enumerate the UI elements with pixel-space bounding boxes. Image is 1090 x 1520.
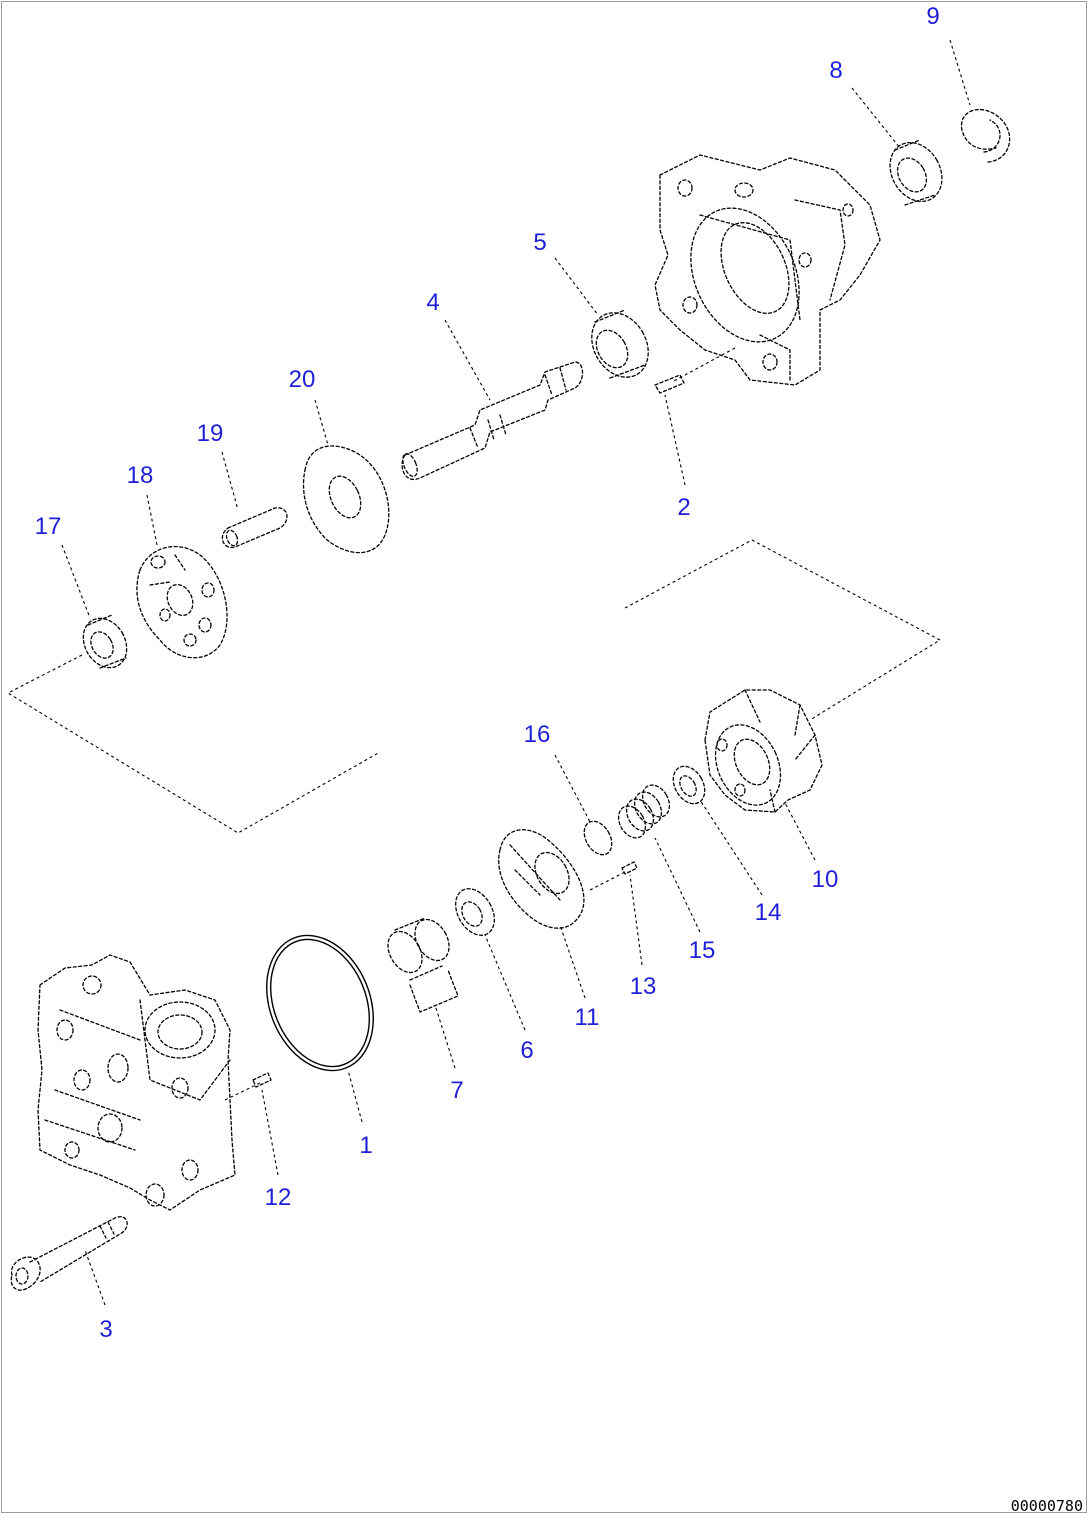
- callout-15: 15: [689, 937, 716, 964]
- callout-numbers: 9 8 5 4 20 19 18 17 2 16 10 14 15 13 11 …: [35, 3, 940, 1343]
- part-11-plate: [498, 829, 585, 929]
- assembly-guide-lines: [6, 347, 942, 1101]
- part-6-bearing: [455, 888, 495, 936]
- part-15-spring: [617, 784, 671, 839]
- callout-19: 19: [197, 420, 224, 447]
- callout-12: 12: [265, 1184, 292, 1211]
- callout-9: 9: [926, 3, 939, 30]
- part-housing-upper: [654, 154, 881, 386]
- part-14-washer: [672, 765, 706, 805]
- callout-16: 16: [524, 721, 551, 748]
- callout-4: 4: [426, 289, 439, 316]
- callout-18: 18: [127, 462, 154, 489]
- callout-6: 6: [520, 1037, 533, 1064]
- callout-8: 8: [829, 57, 842, 84]
- part-18-valve-plate: [136, 545, 228, 659]
- callout-2: 2: [677, 494, 690, 521]
- callout-1: 1: [359, 1132, 372, 1159]
- part-3-bolt: [10, 1216, 128, 1291]
- drawing-code: 00000780: [1011, 1497, 1083, 1515]
- part-12-pin: [252, 1072, 272, 1088]
- callout-5: 5: [533, 229, 546, 256]
- callout-17: 17: [35, 513, 62, 540]
- part-5-bearing: [591, 309, 649, 379]
- part-2-pin: [654, 374, 685, 394]
- part-8-bearing: [889, 139, 943, 206]
- part-10-end-cover: [704, 689, 823, 813]
- callout-11: 11: [575, 1004, 600, 1031]
- callout-10: 10: [812, 866, 839, 893]
- callout-14: 14: [755, 899, 782, 926]
- part-9-snap-ring: [960, 109, 1011, 163]
- part-4-shaft: [401, 361, 584, 481]
- callout-7: 7: [450, 1077, 463, 1104]
- part-housing-lower: [37, 954, 236, 1211]
- part-1-o-ring: [266, 934, 374, 1072]
- part-19-pin: [221, 507, 288, 548]
- callout-20: 20: [289, 366, 316, 393]
- callout-13: 13: [630, 973, 657, 1000]
- part-20-plate: [302, 445, 390, 554]
- callout-3: 3: [99, 1316, 112, 1343]
- callout-leaders: [61, 39, 971, 1306]
- part-16-ring: [583, 820, 613, 856]
- part-13-pin: [621, 861, 638, 875]
- part-17-bearing: [82, 614, 128, 669]
- part-7-coupling: [387, 917, 459, 1013]
